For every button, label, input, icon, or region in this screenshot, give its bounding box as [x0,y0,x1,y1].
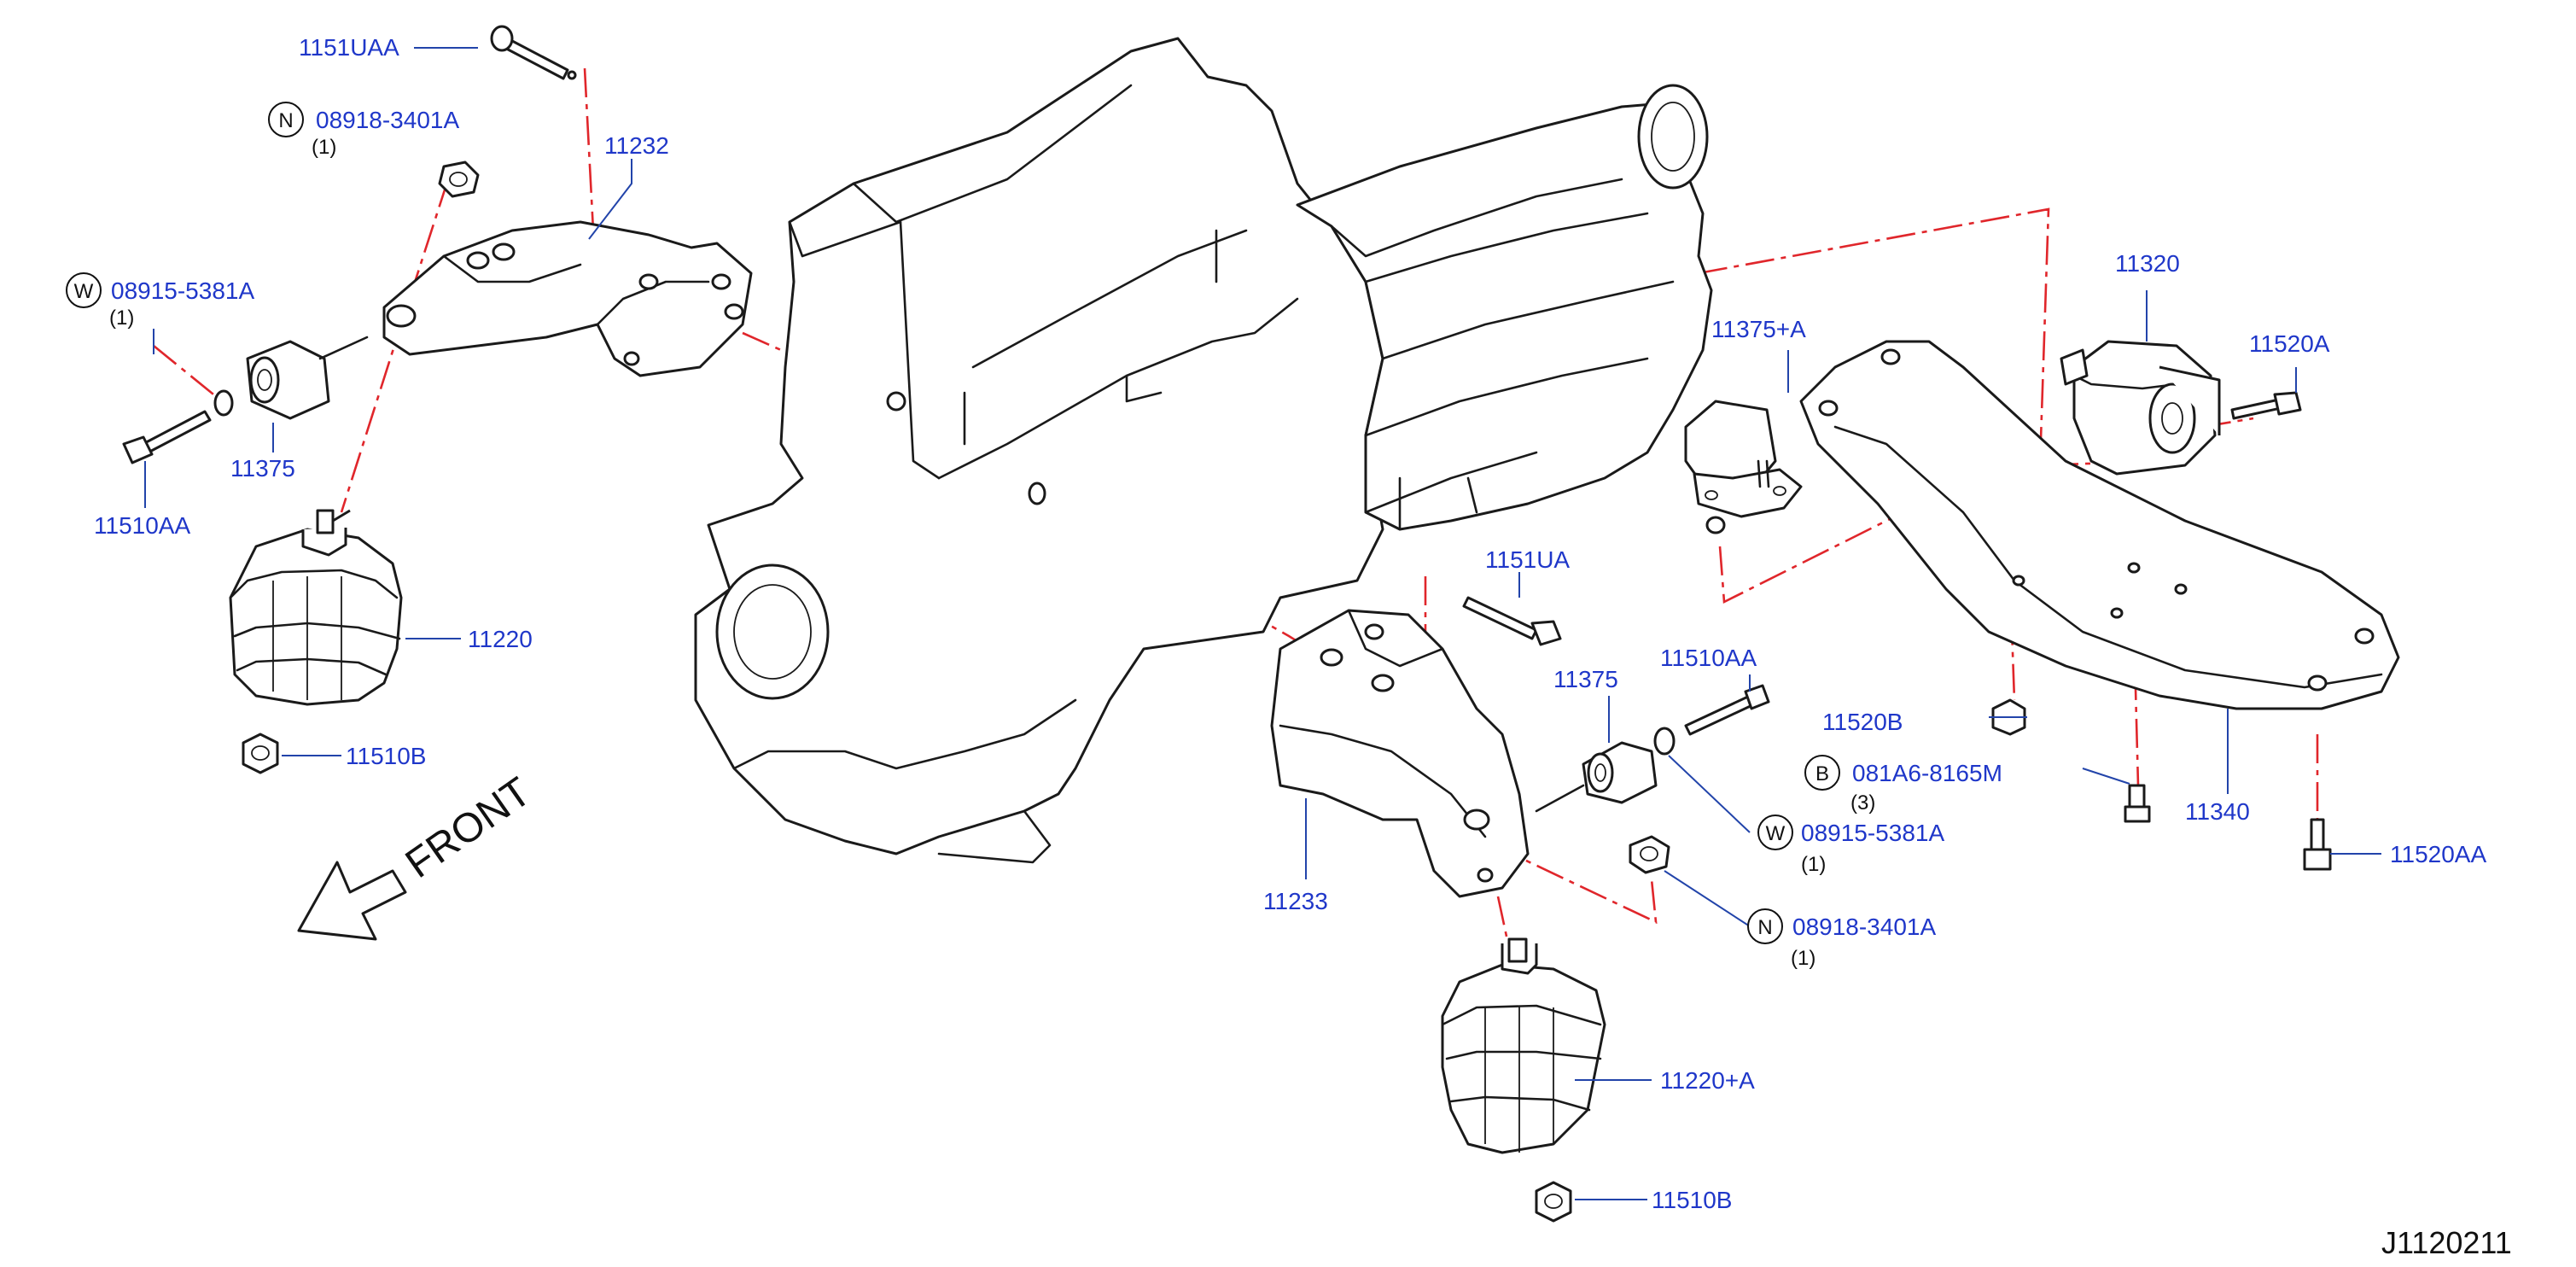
bolt-11510aa-left [122,410,212,464]
bolt-081a6 [2124,784,2151,823]
label-081a6-8165m[interactable]: 081A6-8165M [1852,760,2002,786]
bolt-1151ua [1462,596,1562,646]
qty-081a6-8165m: (3) [1850,791,1875,814]
label-11220-a[interactable]: 11220+A [1660,1067,1755,1094]
label-11510aa-left[interactable]: 11510AA [94,512,190,539]
washer-08915-left [213,389,234,417]
label-08915-5381a-right[interactable]: 08915-5381A [1801,820,1944,846]
b-letter: B [1815,762,1829,785]
w-letter-left: W [74,280,94,303]
label-11375-right[interactable]: 11375 [1553,666,1618,692]
qty-08915-5381a-right: (1) [1801,853,1826,876]
w-circle-icon-left: W [66,272,102,308]
qty-08918-3401a-right: (1) [1791,947,1815,970]
nut-11510b-left [242,733,279,774]
label-11520a[interactable]: 11520A [2249,330,2330,357]
label-11232[interactable]: 11232 [604,132,669,159]
nut-alignment-line-right [1493,844,1658,925]
label-11375-left[interactable]: 11375 [230,455,295,482]
engine-block [694,37,1384,864]
label-1151ua[interactable]: 1151UA [1485,546,1570,573]
label-11510aa-right[interactable]: 11510AA [1660,645,1757,671]
crossmember-11340 [1799,340,2400,710]
mount-11320 [2060,340,2221,476]
bracket-11233 [1270,609,1530,898]
w-letter-right: W [1766,822,1786,845]
bolt-11520a [2230,391,2302,420]
label-08918-3401a-left[interactable]: 08918-3401A [316,107,459,133]
label-11340[interactable]: 11340 [2185,798,2250,825]
bracket-11375a [1684,400,1803,534]
nut-08918-left [438,161,480,198]
washer-alignment-line-left [153,344,223,403]
w-circle-icon-right: W [1757,814,1793,850]
callout-symbols: N W W N B [66,102,1840,944]
label-11220[interactable]: 11220 [468,626,533,652]
label-11510b-right[interactable]: 11510B [1652,1187,1732,1213]
label-11233[interactable]: 11233 [1263,888,1328,914]
output-flange [1637,84,1709,190]
insulator-11375-right [1535,741,1658,813]
bracket-11232 [382,220,753,377]
n-letter-left: N [278,109,293,132]
bolt-1151uaa [490,25,577,80]
label-11510b-left[interactable]: 11510B [346,743,426,769]
nut-08918-right [1629,835,1670,874]
insulator-11375-left [246,336,369,420]
label-08918-3401a-right[interactable]: 08918-3401A [1792,914,1936,940]
leader-lines [144,47,2381,1200]
label-1151uaa[interactable]: 1151UAA [299,34,399,61]
mount-11220 [229,509,403,706]
mount-11220a [1441,937,1606,1154]
label-11520aa[interactable]: 11520AA [2390,841,2486,867]
label-08915-5381a-left[interactable]: 08915-5381A [111,277,254,304]
qty-08915-5381a-left: (1) [109,307,134,330]
n-circle-icon-right: N [1747,908,1783,944]
washer-08915-right [1653,727,1676,756]
label-11375-a[interactable]: 11375+A [1711,316,1806,342]
front-label: FRONT [398,769,539,887]
n-circle-icon-left: N [268,102,304,137]
nut-11510b-right [1535,1181,1572,1223]
bolt-11520aa [2303,818,2332,871]
diagram-reference: J1120211 [2381,1225,2512,1260]
transmission [1296,84,1713,531]
n-letter-right: N [1757,916,1772,939]
bolt-11510aa-right [1684,684,1770,736]
label-11520b[interactable]: 11520B [1822,709,1903,735]
front-arrow-icon [297,861,407,941]
label-11320[interactable]: 11320 [2115,250,2180,277]
qty-08918-3401a-left: (1) [312,136,336,159]
part-labels[interactable]: 1151UAA 08918-3401A (1) 11232 08915-5381… [94,34,2486,1213]
b-circle-icon: B [1804,755,1840,791]
